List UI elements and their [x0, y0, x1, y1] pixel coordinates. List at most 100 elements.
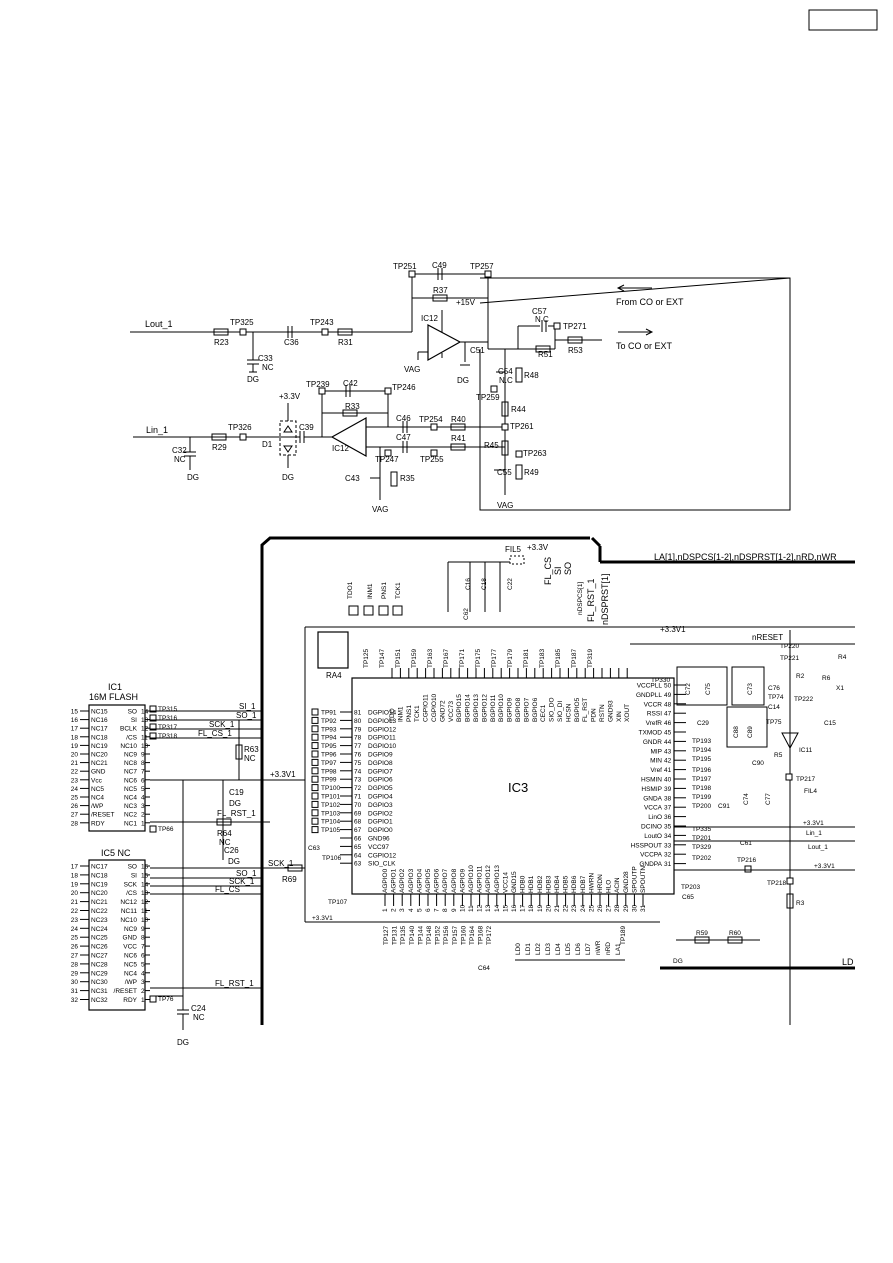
ic11-buffer [781, 732, 799, 750]
ic1-tp-label: TP315 [158, 706, 178, 713]
ic3-bottom-pin-name: ACIN [614, 877, 621, 893]
flash-pin-num-left: 21 [71, 760, 79, 767]
la1-label: LA1 [615, 943, 622, 955]
flash-pin-num-right: 13 [141, 890, 149, 897]
ic1-tp-label: TP66 [158, 826, 174, 833]
flash-pin-num-left: 27 [71, 812, 79, 819]
tp239-label: TP239 [306, 380, 330, 389]
ic3-left-tp [311, 750, 319, 758]
flash-pin-num-right: 14 [141, 709, 149, 716]
flash-pin-num-right: 4 [141, 970, 145, 977]
ic3-left-pin-num: 72 [354, 785, 362, 792]
flash-pin-num-right: 7 [141, 769, 145, 776]
c55-label: C55 [497, 468, 512, 477]
ic3-bottom-tp-label: TP160 [460, 925, 467, 945]
ic3-left-pin-name: DGPIO10 [368, 743, 397, 750]
ic3-bottom-pin-num: 10 [459, 904, 466, 912]
flash-pin-num-left: 32 [71, 997, 79, 1004]
tp335-label: TP335 [692, 826, 712, 833]
ic3-top-pin-name: XIN [616, 711, 623, 722]
flash-pin-num-right: 9 [141, 752, 145, 759]
fil4-label: FIL4 [804, 788, 817, 795]
fl-cs-top-label: FL_CS [543, 557, 553, 585]
ic3-top-pin-name: BGPIO9 [507, 697, 514, 722]
ic1-desc: 16M FLASH [89, 692, 138, 702]
flash-pin-signal: SO [128, 709, 137, 716]
ic3-top-pin-name: HCSN [565, 703, 572, 722]
ic3-top-pin-name: SIO_DI [557, 700, 564, 722]
ic3-right-pin-num: 31 [664, 861, 672, 868]
r35-resistor [390, 471, 398, 487]
flash-pin-name: NC17 [91, 726, 108, 733]
ic3-top-pin-name: GND72 [439, 700, 446, 722]
flash-pin-name: NC23 [91, 917, 108, 924]
flash-pin-num-left: 21 [71, 899, 79, 906]
digital-section: LA[1],nDSPCS[1-2],nDSPRST[1-2],nRD,nWR L… [71, 536, 855, 1047]
tp246-label: TP246 [392, 383, 416, 392]
ic3-bottom-pin-name: AGPIO6 [434, 868, 441, 893]
nrd-label: nRD [605, 942, 612, 955]
ic3-right-pin-num: 38 [664, 795, 672, 802]
tp325-point [239, 328, 247, 336]
c43-label: C43 [345, 474, 360, 483]
ic3-bottom-pin-num: 18 [528, 904, 535, 912]
ic3-top-tp-label: TP179 [507, 648, 514, 668]
ic3-right-pin-num: 35 [664, 824, 672, 831]
flash-pin-name: NC32 [91, 997, 108, 1004]
r23-label: R23 [214, 338, 229, 347]
tp222-label: TP222 [794, 696, 814, 703]
fl-cs-net: FL_CS_1 [198, 729, 232, 738]
ic12-bottom-opamp [330, 416, 367, 458]
r53-label: R53 [568, 346, 583, 355]
c24-value: NC [193, 1013, 205, 1022]
tp107-label: TP107 [328, 899, 348, 906]
ic3-bottom-pin-name: AGPIO9 [459, 868, 466, 893]
tp203-label: TP203 [681, 884, 701, 891]
dg-label-7: DG [228, 857, 240, 866]
sck-net-3: SCK_1 [229, 877, 255, 886]
flash-pin-num-right: 9 [141, 926, 145, 933]
flash-pin-num-right: 12 [141, 899, 149, 906]
ic3-bottom-pin-num: 1 [382, 908, 389, 912]
r64-resistor [216, 818, 232, 826]
legend: From CO or EXT To CO or EXT [616, 284, 684, 351]
board-frame-left [260, 536, 590, 1025]
ic3-left-pin-num: 68 [354, 819, 362, 826]
r51-label: R51 [538, 350, 553, 359]
ic1-tp [149, 714, 157, 722]
ic3-right-pin-num: 45 [664, 730, 672, 737]
ic3-left-pin-name: SIO_CLK [368, 861, 396, 868]
c14-label: C14 [768, 704, 780, 711]
r35-label: R35 [400, 474, 415, 483]
ic3-left-tp-label: TP104 [321, 819, 341, 826]
flash-pin-name: NC19 [91, 743, 108, 750]
c75-label: C75 [705, 683, 712, 695]
dg-label-6: DG [229, 799, 241, 808]
c64-label: C64 [478, 965, 490, 972]
ld0-label: LD0 [515, 943, 522, 955]
tp330-label: TP330 [651, 677, 671, 684]
flash-pin-num-left: 29 [71, 970, 79, 977]
si-net: SI_1 [239, 702, 256, 711]
tp325-label: TP325 [230, 318, 254, 327]
ic3-top-pin-name: FL_RST [582, 698, 589, 722]
flash-pin-signal: NC10 [120, 743, 137, 750]
c36-label: C36 [284, 338, 299, 347]
c90-label: C90 [752, 760, 764, 767]
ic3-left-pin-name: DGPIO13 [368, 718, 397, 725]
vag-label-1: VAG [404, 365, 420, 374]
ld2-label: LD2 [535, 943, 542, 955]
p33v-label-2: +3.3V [527, 543, 549, 552]
p15v-label: +15V [456, 298, 476, 307]
flash-pin-name: NC5 [91, 786, 104, 793]
c88-c89-block [726, 706, 768, 748]
r44-label: R44 [511, 405, 526, 414]
ic3-left-pin-num: 70 [354, 802, 362, 809]
ic3-right-pin-name: GNDA [643, 795, 662, 802]
flash-pin-signal: /WP [125, 979, 137, 986]
tp263-label: TP263 [523, 449, 547, 458]
flash-pin-num-left: 24 [71, 786, 79, 793]
c72-label: C72 [685, 683, 692, 695]
ic3-right-pin-num: 43 [664, 748, 672, 755]
